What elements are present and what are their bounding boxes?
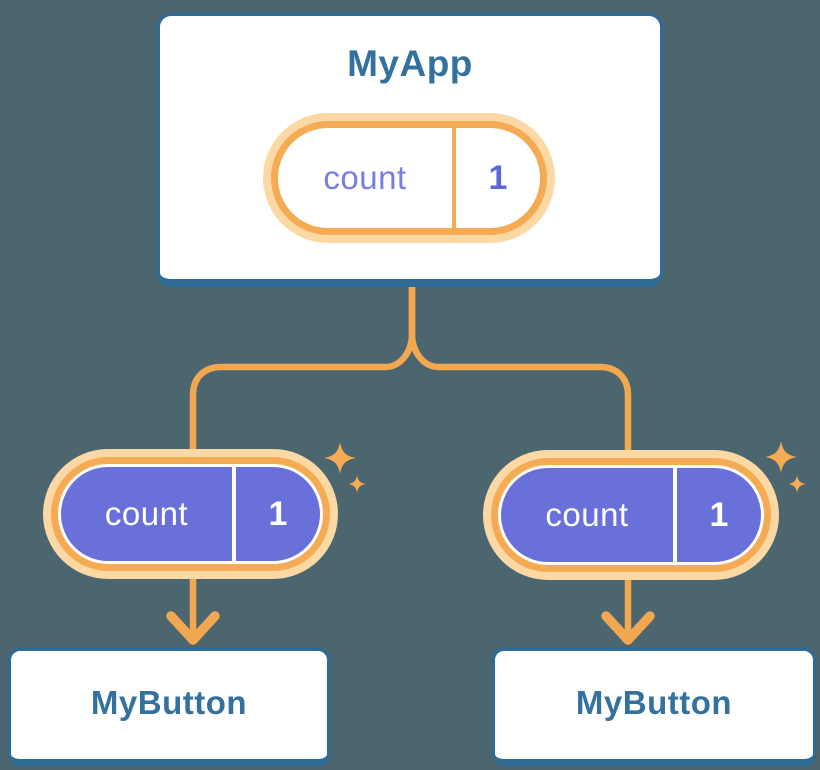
- state-pill-right-child: count 1: [483, 450, 779, 580]
- state-value-label: 1: [268, 494, 288, 533]
- sparkle-icon: [765, 441, 797, 473]
- state-name-label: count: [104, 495, 189, 532]
- component-card-mybutton-left: MyButton: [8, 648, 330, 766]
- arrowhead-left: [166, 611, 220, 645]
- state-pill-left-child: count 1: [43, 449, 338, 579]
- arrowhead-right: [601, 611, 655, 645]
- state-pill-ring: count 1: [271, 121, 547, 235]
- pill-divider: [452, 128, 456, 228]
- state-pill-ring: count 1: [491, 458, 771, 572]
- pill-divider: [673, 468, 677, 562]
- sparkle-icon: [788, 475, 806, 493]
- component-card-mybutton-right: MyButton: [492, 648, 816, 766]
- component-title-mybutton-right: MyButton: [575, 684, 733, 721]
- state-value-label: 1: [488, 158, 508, 197]
- state-pill-ring: count 1: [51, 457, 330, 571]
- state-name-label: count: [323, 159, 407, 196]
- state-name-label: count: [545, 496, 629, 533]
- sparkle-icon: [348, 475, 366, 493]
- state-pill-root: count 1: [263, 113, 555, 243]
- edge-root-to-right-child: [408, 280, 632, 640]
- component-title-myapp: MyApp: [347, 43, 473, 84]
- state-value-label: 1: [709, 495, 729, 534]
- sparkle-icon: [324, 442, 356, 474]
- pill-divider: [232, 467, 236, 561]
- component-title-mybutton-left: MyButton: [90, 684, 248, 721]
